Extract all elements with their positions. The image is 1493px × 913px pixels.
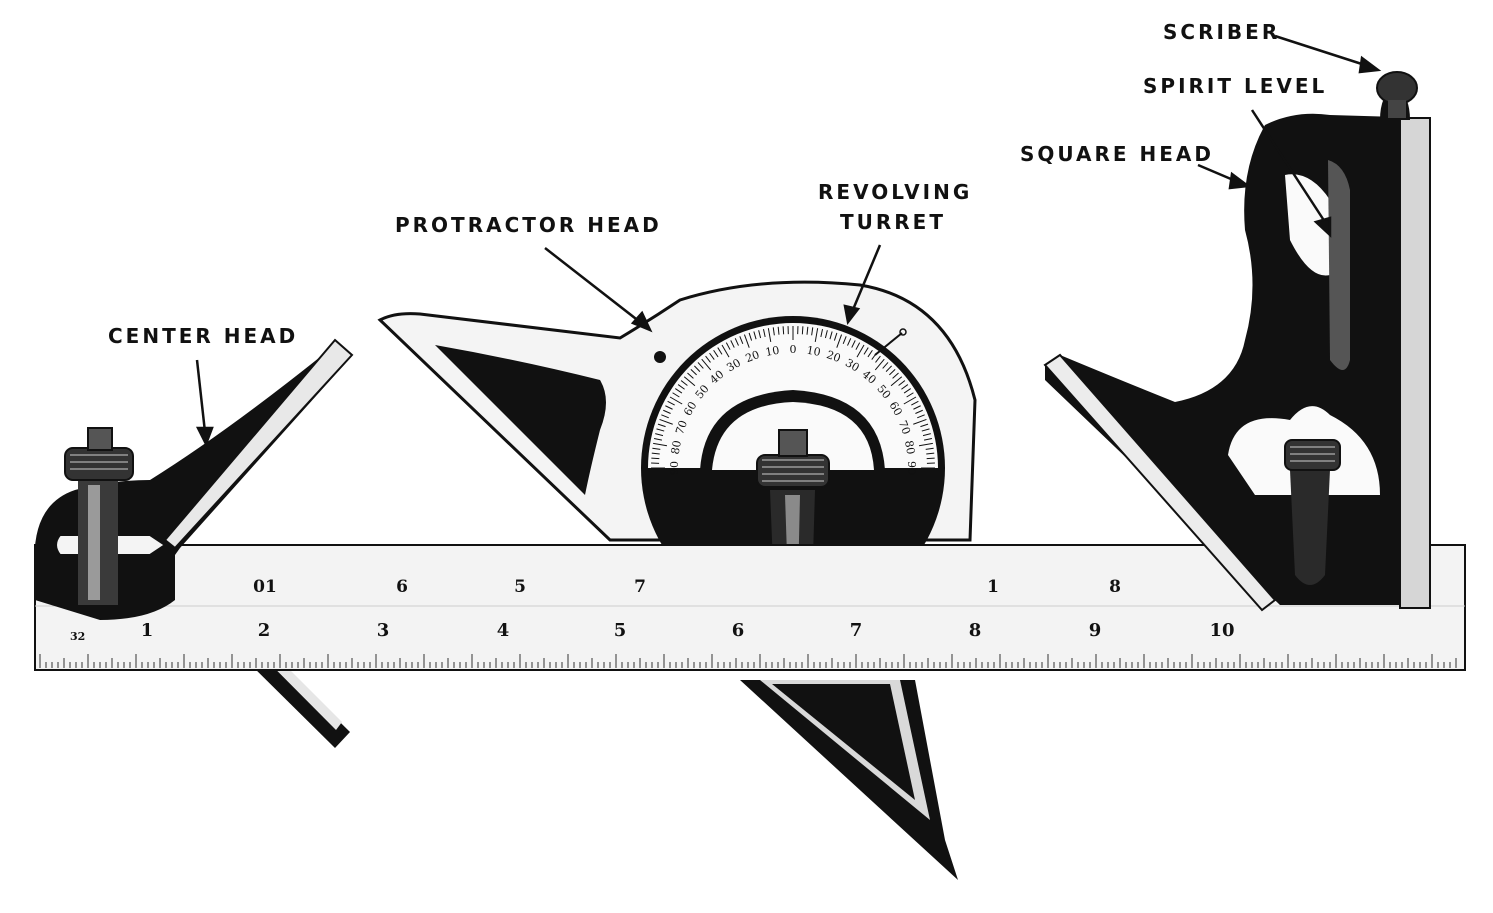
label-protractor-head: PROTRACTOR HEAD xyxy=(395,213,662,237)
label-revolving-turret-line1: REVOLVING xyxy=(818,180,973,204)
rule-top-number: 7 xyxy=(634,577,646,597)
rule-top-number: 6 xyxy=(396,577,408,597)
rule-bottom-numbers: 1 2 3 4 5 6 7 8 9 10 xyxy=(141,620,1235,641)
protractor-scale-number: 30 xyxy=(724,356,743,374)
rule-top-number: 8 xyxy=(1109,577,1121,597)
protractor-scale-number: 90 xyxy=(905,461,918,475)
rule-bottom-number: 9 xyxy=(1089,620,1102,641)
protractor-scale-number: 70 xyxy=(896,419,913,437)
scriber-leader xyxy=(1274,34,1369,68)
label-revolving-turret-line2: TURRET xyxy=(840,210,946,234)
rule-top-number: 01 xyxy=(253,577,277,597)
rule-top-numbers: 01 6 5 7 1 8 xyxy=(253,577,1121,597)
protractor-scale-number: 0 xyxy=(790,343,797,356)
rule-bottom-number: 10 xyxy=(1209,620,1234,641)
protractor-blade-lower xyxy=(740,680,958,880)
protractor-scale-number: 20 xyxy=(825,348,843,365)
label-spirit-level: SPIRIT LEVEL xyxy=(1143,74,1328,98)
rule-bottom-number: 5 xyxy=(614,620,627,641)
revolving-turret-leader xyxy=(850,244,882,313)
label-scriber: SCRIBER xyxy=(1163,20,1281,44)
rule-label-32: 32 xyxy=(70,630,85,643)
rule-bottom-number: 4 xyxy=(497,620,510,641)
leader-arrows xyxy=(195,34,1382,448)
protractor-scale-number: 80 xyxy=(902,439,917,455)
protractor-scale-number: 30 xyxy=(843,356,862,374)
center-head-knob xyxy=(64,427,134,605)
rule-bottom-number: 1 xyxy=(141,620,154,641)
spirit-level-leader xyxy=(1250,109,1327,223)
rule-bottom-number: 2 xyxy=(258,620,271,641)
protractor-scale-ticks xyxy=(651,326,935,469)
scriber xyxy=(1376,71,1418,118)
rule-bottom-number: 8 xyxy=(969,620,982,641)
rule-top-number: 1 xyxy=(987,577,999,597)
protractor-scale-number: 60 xyxy=(681,399,699,418)
protractor-head-leader xyxy=(544,247,641,323)
protractor-scale-number: 20 xyxy=(744,348,762,365)
protractor-scale-number: 70 xyxy=(673,419,690,437)
protractor-scale-number: 90 xyxy=(668,461,681,475)
rule-bottom-number: 6 xyxy=(732,620,745,641)
protractor-scale-number: 80 xyxy=(669,439,684,455)
rule-bottom-number: 3 xyxy=(377,620,390,641)
protractor-scale-number: 60 xyxy=(886,399,904,418)
center-head-leader xyxy=(195,359,207,433)
square-head-knob xyxy=(1284,439,1341,585)
label-center-head: CENTER HEAD xyxy=(108,324,299,348)
label-square-head: SQUARE HEAD xyxy=(1020,142,1215,166)
protractor-scale-number: 10 xyxy=(806,344,822,359)
protractor-scale-number: 10 xyxy=(764,344,780,359)
rule-top-number: 5 xyxy=(514,577,526,597)
rule-bottom-number: 7 xyxy=(850,620,863,641)
rule-graduations xyxy=(39,654,1457,668)
